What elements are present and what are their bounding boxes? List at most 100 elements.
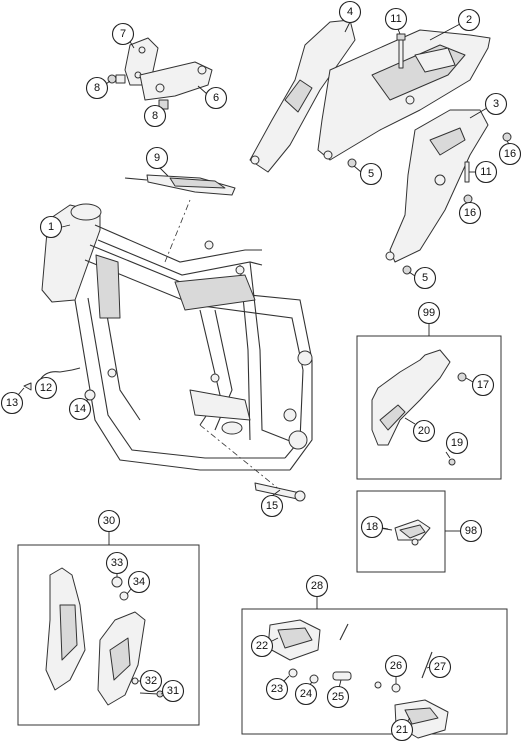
engine-bracket-6 [139,61,213,101]
callout-30-label: 30 [103,515,115,527]
callout-26-label: 26 [390,660,402,672]
callout-8-left: 8 [85,76,111,100]
pin-25 [332,671,352,681]
callout-15: 15 [260,489,284,518]
callout-20: 20 [404,417,436,443]
callout-30: 30 [97,509,121,533]
callout-7: 7 [111,22,135,49]
callout-18-label: 18 [366,521,378,533]
callout-21-label: 21 [396,724,408,736]
callout-28-label: 28 [311,580,323,592]
washer-23 [288,668,298,678]
callout-7-label: 7 [120,28,126,40]
subframe-main-2 [317,29,491,161]
callout-13-label: 13 [6,397,18,409]
nut-16a [502,132,512,142]
group-box-98 [356,490,460,573]
screw-14 [84,389,96,401]
callout-14-label: 14 [74,403,86,415]
callout-32: 32 [138,669,163,693]
callout-12: 12 [34,376,58,400]
group-box-30 [17,530,200,726]
callout-16-lower: 16 [458,201,482,225]
callout-25-label: 25 [332,691,344,703]
callout-9: 9 [145,146,169,177]
callout-11-upper-label: 11 [390,13,401,25]
frame-protector-left [45,567,86,691]
screw-11b [464,161,470,183]
callout-33-label: 33 [111,557,123,569]
clip-13 [23,382,32,391]
callout-17-label: 17 [477,379,489,391]
callout-5-upper: 5 [353,162,383,186]
callout-27: 27 [426,655,452,679]
callout-15-label: 15 [266,500,278,512]
callout-20-label: 20 [418,425,430,437]
washer-5a [347,158,357,168]
pin-spring-left [339,623,349,641]
callout-23: 23 [265,675,290,701]
callout-34-label: 34 [133,576,145,588]
callout-18: 18 [360,515,389,539]
nut-8a [107,74,126,84]
callout-14: 14 [68,397,92,421]
callout-11-lower-label: 11 [480,166,491,178]
footrest-left-22 [267,619,321,661]
grommet-34 [119,591,129,601]
callout-28: 28 [305,574,329,598]
callout-11-upper: 11 [384,7,408,35]
callout-31: 31 [160,679,185,703]
callout-16-lower-label: 16 [464,207,476,219]
group-box-28 [241,595,508,735]
callout-98-label: 98 [465,525,477,537]
callout-24: 24 [294,681,318,706]
callout-26: 26 [384,654,408,684]
callout-8-right-label: 8 [152,110,158,122]
callout-3: 3 [469,92,508,119]
callout-25: 25 [326,679,350,709]
subframe-rear-3 [385,109,489,263]
callout-11-lower: 11 [469,160,498,184]
callout-19: 19 [445,431,469,459]
screw-17 [457,372,467,382]
callout-5-lower: 5 [408,266,437,290]
callout-3-label: 3 [493,98,499,110]
screw-19 [448,458,456,466]
callout-23-label: 23 [271,683,283,695]
callout-24-label: 24 [300,688,312,700]
spring-24 [309,674,319,684]
callout-4: 4 [338,0,362,33]
callout-1: 1 [39,215,71,239]
callout-4-label: 4 [347,6,353,18]
callout-22: 22 [250,634,279,658]
callout-31-label: 31 [167,685,179,697]
callout-2-label: 2 [466,14,472,26]
callout-8-left-label: 8 [94,82,100,94]
split-pin-27 [421,651,433,679]
callout-27-label: 27 [434,661,446,673]
callout-19-label: 19 [451,437,463,449]
callout-16-upper: 16 [498,140,521,166]
callout-12-label: 12 [40,382,52,394]
callout-6-label: 6 [213,92,219,104]
chain-guide-98 [379,519,431,546]
callout-33: 33 [105,551,129,577]
callout-32-label: 32 [145,675,157,687]
clip-33 [111,576,123,588]
bracket-9 [124,174,236,196]
callout-5-lower-label: 5 [422,272,428,284]
callout-16-upper-label: 16 [504,148,516,160]
callout-8-right: 8 [143,104,167,128]
frame-main [41,199,313,491]
callout-2: 2 [429,8,481,41]
nut-16b [463,194,473,204]
callout-98: 98 [459,519,483,543]
frame-guard-20 [371,349,451,446]
callout-9-label: 9 [154,152,160,164]
subframe-left-4 [249,19,356,173]
callout-1-label: 1 [48,221,54,233]
group-box-99 [356,322,502,480]
bolt-15 [254,482,306,502]
callout-6: 6 [197,85,228,110]
